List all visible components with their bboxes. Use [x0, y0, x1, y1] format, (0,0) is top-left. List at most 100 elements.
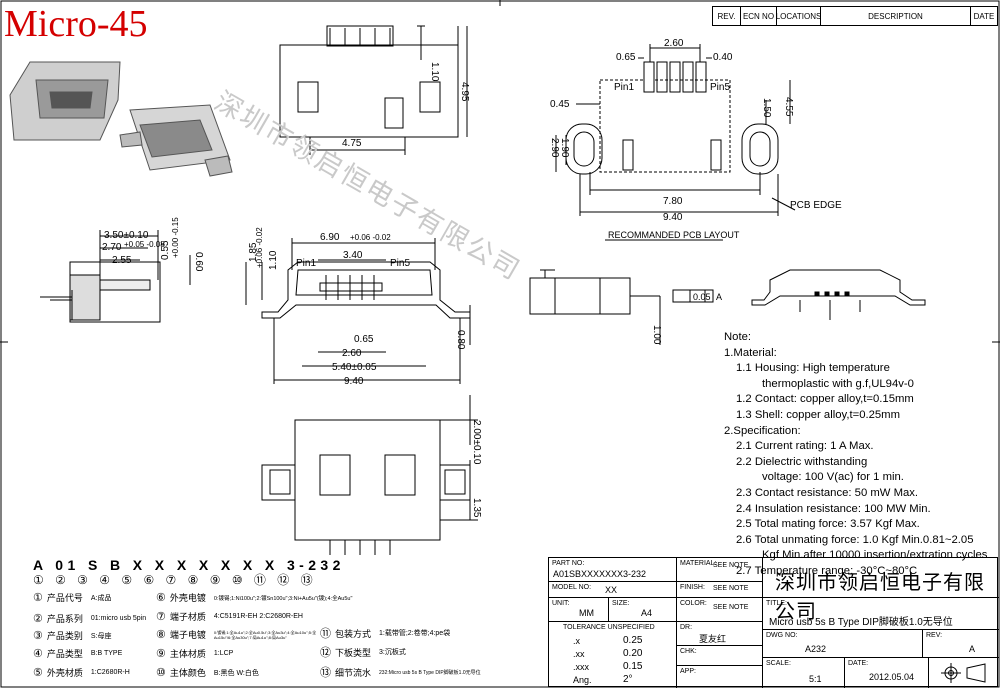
pcb-layout-caption: RECOMMANDED PCB LAYOUT [608, 230, 740, 240]
dim-front-185-tol: +0.06 -0.02 [255, 227, 264, 268]
flat-side-view [529, 269, 926, 345]
front-pin5-label: Pin5 [390, 258, 410, 269]
dwg-no-cell: DWG NO: A232 [763, 630, 923, 658]
dim-side-055-tol: +0.00 -0.15 [171, 217, 180, 258]
material-cell: MATERIAL: SEE NOTE [677, 558, 763, 582]
note-2-2: 2.2 Dielectric withstanding [736, 455, 868, 468]
dim-flat-100: 1.00 [651, 325, 662, 345]
dim-top-width: 4.75 [342, 138, 362, 149]
dim-front-080: 0.80 [455, 330, 466, 350]
third-angle-projection-icon [941, 663, 986, 683]
dim-top-total: 4.95 [459, 82, 470, 102]
dim-pcb-290: 2.90 [549, 138, 560, 158]
model-no-cell: MODEL NO: XX [549, 582, 677, 598]
dim-pcb-455: 4.55 [783, 97, 794, 117]
pcb-pin5-label: Pin5 [710, 82, 730, 93]
size-cell: SIZE: A4 [609, 598, 677, 622]
app-cell: APP: [677, 666, 763, 688]
note-1-2: 1.2 Contact: copper alloy,t=0.15mm [736, 393, 914, 406]
note-2-5: 2.5 Total mating force: 3.57 Kgf Max. [736, 518, 920, 531]
note-2-7: 2.7 Temperature range: -30°C~80°C [736, 564, 918, 577]
chk-cell: CHK: [677, 646, 763, 666]
dim-front-340: 3.40 [343, 250, 363, 261]
part-code: A 01 S B X X X X X X X 3-232 [33, 557, 345, 573]
dim-side-270-tol: +0.05 -0.08 [124, 240, 165, 249]
note-2-6: 2.6 Total unmating force: 1.0 Kgf Min.0.… [736, 533, 974, 546]
pcb-layout-view [555, 44, 796, 241]
dim-pcb-190: 1.90 [559, 138, 570, 158]
dim-pcb-940: 9.40 [663, 212, 683, 223]
note-spec: 2.Specification: [724, 424, 801, 437]
drawing-title: Micro-45 [4, 3, 148, 45]
note-2-6b: Kgf Min.after 10000 insertion/extration … [762, 549, 988, 562]
dim-front-940: 9.40 [344, 376, 364, 387]
locations-col: LOCATIONS [776, 7, 821, 25]
bottom-view [261, 395, 478, 555]
top-view [279, 25, 468, 155]
finish-cell: FINISH: SEE NOTE [677, 582, 763, 598]
note-2-4: 2.4 Insulation resistance: 100 MW Min. [736, 502, 931, 515]
note-1-1b: thermoplastic with g.f,UL94v-0 [762, 377, 914, 390]
scale-cell: SCALE: 5:1 [763, 658, 845, 688]
title-block: PART NO: A01SBXXXXXXX3-232 MATERIAL: SEE… [548, 557, 999, 688]
pcb-edge-label: PCB EDGE [790, 200, 842, 211]
dim-front-540: 5.40±0.05 [332, 362, 377, 373]
title-cell: TITLE: Micro usb 5s B Type DIP脚破板1.0无导位 [763, 598, 999, 630]
notes-block: Note: 1.Material: 1.1 Housing: High temp… [724, 330, 998, 580]
dim-side-060: 0.60 [193, 252, 204, 272]
dim-side-350: 3.50±0.10 [104, 230, 149, 241]
part-no-cell: PART NO: A01SBXXXXXXX3-232 [549, 558, 677, 582]
note-1-3: 1.3 Shell: copper alloy,t=0.25mm [736, 408, 900, 421]
projection-symbol-cell [929, 658, 999, 688]
revision-table: REV. ECN NO LOCATIONS DESCRIPTION DATE [712, 6, 998, 26]
note-2-3: 2.3 Contact resistance: 50 mW Max. [736, 486, 919, 499]
pcb-pin1-label: Pin1 [614, 82, 634, 93]
side-view [40, 230, 191, 323]
dim-side-255: 2.55 [112, 255, 132, 266]
dim-pcb-040: 0.40 [713, 52, 733, 63]
connector-photo [9, 61, 233, 177]
dim-side-270: 2.70 [102, 242, 122, 253]
dr-cell: DR: 夏友红 [677, 622, 763, 646]
rev-col: REV. [713, 7, 741, 25]
dim-pcb-780: 7.80 [663, 196, 683, 207]
dim-top-height: 1.10 [429, 62, 440, 82]
color-cell: COLOR: SEE NOTE [677, 598, 763, 622]
dim-pcb-065: 0.65 [616, 52, 636, 63]
dim-side-055: 0.55 [160, 240, 171, 260]
notes-header: Note: [724, 331, 752, 343]
dim-flat-tol: 0.05 [693, 292, 711, 302]
note-2-2b: voltage: 100 V(ac) for 1 min. [762, 471, 904, 484]
rev-cell: REV: A [923, 630, 999, 658]
description-col: DESCRIPTION [821, 7, 971, 25]
ecn-col: ECN NO [741, 7, 777, 25]
note-material: 1.Material: [724, 346, 777, 359]
unit-cell: UNIT: MM [549, 598, 609, 622]
dim-pcb-150: 1.50 [761, 98, 772, 118]
dim-front-110: 1.10 [268, 250, 279, 270]
dim-front-690-tol: +0.06 -0.02 [350, 233, 391, 242]
dim-pcb-045: 0.45 [550, 99, 570, 110]
note-2-1: 2.1 Current rating: 1 A Max. [736, 440, 874, 453]
tolerance-cell: TOLERANCE UNSPECIFIED .x 0.25 .xx 0.20 .… [549, 622, 677, 688]
dim-front-065: 0.65 [354, 334, 374, 345]
company-cell: 深圳市领启恒电子有限公司 [763, 558, 999, 623]
dim-front-260: 2.60 [342, 348, 362, 359]
dim-pcb-260: 2.60 [664, 38, 684, 49]
front-view [245, 238, 471, 384]
part-code-index: ① ② ③ ④ ⑤ ⑥ ⑦ ⑧ ⑨ ⑩ ⑪ ⑫ ⑬ [33, 573, 317, 587]
